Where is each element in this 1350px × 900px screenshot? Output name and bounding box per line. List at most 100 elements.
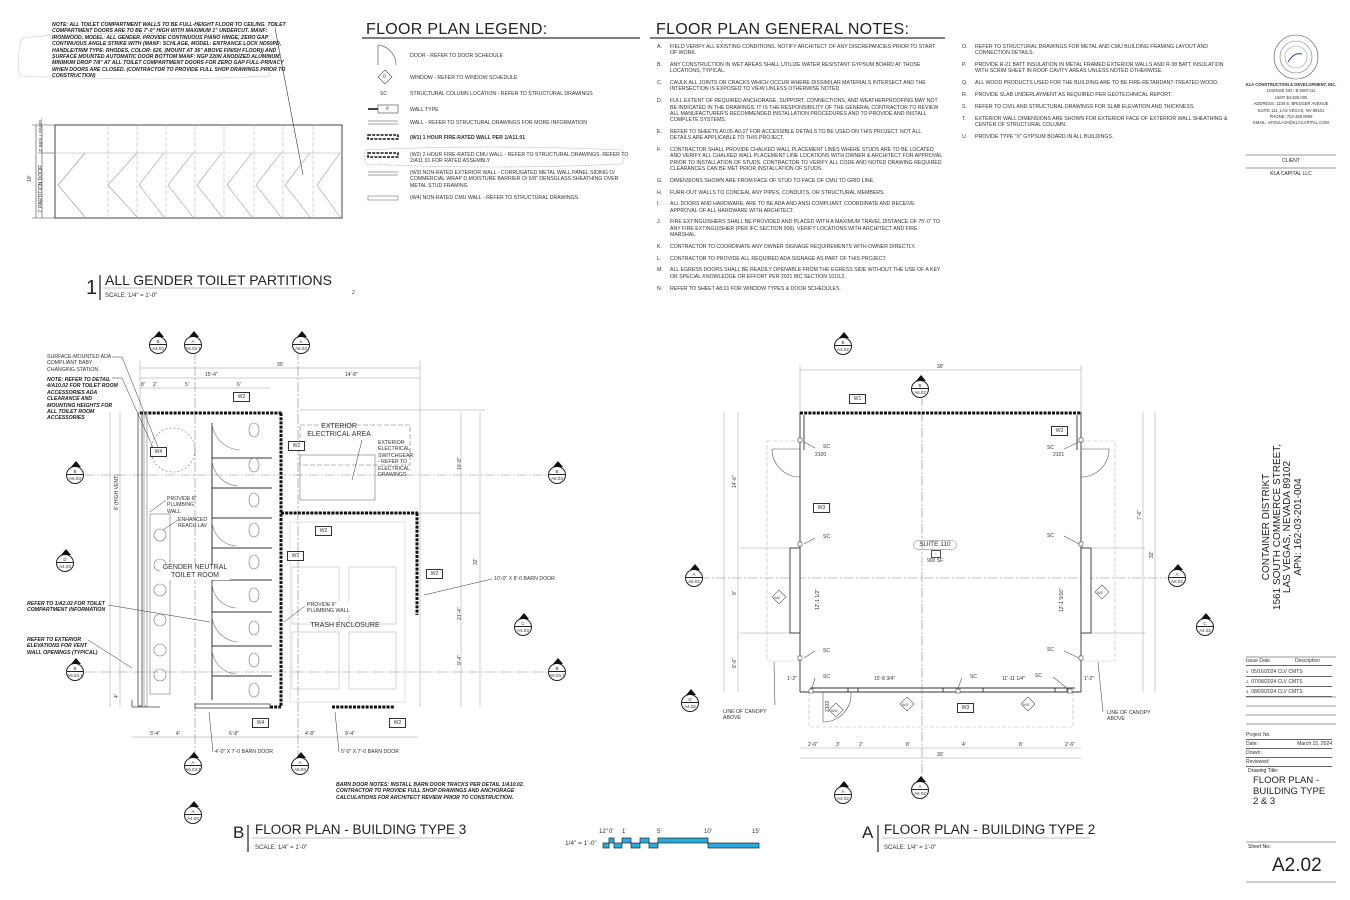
note-text: REFER TO SHEET A8.01 FOR WINDOW TYPES & … xyxy=(670,285,841,292)
note-text: PROVIDE TYPE "X" GYPSUM BOARD IN ALL BUI… xyxy=(975,133,1114,140)
drawing-title-label: Drawing Title: xyxy=(1248,768,1279,774)
dimension: 1'-2" xyxy=(1084,676,1094,682)
barn-door-5-label: 5'-0" X 7'-0 BARN DOOR xyxy=(341,749,400,755)
room-exterior-electrical: EXTERIOR ELECTRICAL AREA xyxy=(307,423,371,438)
reviewed-label: Reviewed: xyxy=(1246,759,1270,765)
general-note: C.CAULK ALL JOINTS OR CRACKS WHICH OCCUR… xyxy=(657,80,942,93)
note-letter: E. xyxy=(657,128,662,135)
accessories-note: NOTE: REFER TO DETAIL 4/A10.02 FOR TOILE… xyxy=(47,377,118,422)
general-note: G.DIMENSIONS SHOWN ARE FROM FACE OF STUD… xyxy=(657,178,942,184)
company-limit: LIMIT $4,500,000 xyxy=(1274,94,1308,100)
marker-id: A xyxy=(293,337,309,345)
marker-id: A xyxy=(686,570,702,578)
note-letter: F. xyxy=(657,147,662,154)
note-letter: R. xyxy=(962,91,968,98)
marker-arrow-icon xyxy=(1173,564,1183,570)
note-text: ALL WOOD PRODUCTS USED FOR THE BUILDING … xyxy=(975,80,1219,87)
revision-delta: 2 xyxy=(352,290,355,296)
sheet-number: A2.02 xyxy=(1272,855,1322,876)
note-letter: I. xyxy=(657,201,660,208)
general-note: P.PROVIDE R-21 BATT INSULATION IN METAL … xyxy=(962,62,1232,75)
structural-column-label: SC xyxy=(1035,673,1042,679)
general-note: H.FURR-OUT WALLS TO CONCEAL ANY PIPES, C… xyxy=(657,190,942,196)
dimension: 4' xyxy=(114,694,120,698)
room-tag: - xyxy=(931,550,941,558)
legend-item-door: DOOR - REFER TO DOOR SCHEDULE xyxy=(410,53,503,59)
reviewed-row: Reviewed: xyxy=(1246,758,1332,767)
switchgear-label: EXTERIOR ELECTRICAL SWITCHGEAR - REFER T… xyxy=(378,440,414,479)
plumbing-wall-label-2: PROVIDE 6" PLUMBING WALL xyxy=(307,602,352,615)
structural-column-label: SC xyxy=(823,674,830,680)
barn-door-10-label: 10'-0" X 8'-0 BARN DOOR xyxy=(494,576,555,582)
note-letter: C. xyxy=(657,80,663,87)
dimension: 6'-6" xyxy=(732,658,738,668)
marker-sheet: A6.02 xyxy=(688,579,700,584)
sc-symbol: SC xyxy=(380,91,387,97)
type2-title: FLOOR PLAN - BUILDING TYPE 2 xyxy=(884,822,1096,837)
general-note: O.REFER TO STRUCTURAL DRAWINGS FOR METAL… xyxy=(962,44,1232,57)
marker-arrow-icon xyxy=(1201,613,1211,619)
marker-arrow-icon xyxy=(916,375,926,381)
dimension: 8' xyxy=(1019,742,1023,748)
vent-note: REFER TO EXTERIOR ELEVATIONS FOR VENT WA… xyxy=(27,637,98,656)
dimension: 15'-4" xyxy=(205,372,218,378)
marker-arrow-icon xyxy=(916,776,926,782)
note-letter: J. xyxy=(657,219,662,226)
note-text: CONTRACTOR TO PROVIDE ALL REQUIRED ADA S… xyxy=(670,255,887,262)
marker-sheet: A6.02 xyxy=(1171,579,1183,584)
project-no-label: Project No. xyxy=(1246,732,1271,738)
legend-item-window: WINDOW - REFER TO WINDOW SCHEDULE xyxy=(410,75,518,81)
partition-dim-total: 10' xyxy=(27,175,33,182)
note-letter: G. xyxy=(657,177,663,184)
legend-item-w3: (W3) NON-RATED EXTERIOR WALL - CORRUGATE… xyxy=(410,170,619,189)
general-note: F.CONTRACTOR SHALL PROVIDE CHALKED WALL … xyxy=(657,147,942,172)
marker-sheet: A6.03.1 xyxy=(67,673,83,678)
window-tag: W3 xyxy=(1023,702,1029,707)
client-label: CLIENT xyxy=(1282,158,1300,164)
note-text: FULL EXTENT OF REQUIRED ANCHORAGE, SUPPO… xyxy=(670,98,939,124)
barn-door-notes: BARN DOOR NOTES: INSTALL BARN DOOR TRACK… xyxy=(336,782,525,801)
marker-sheet: A4.02 xyxy=(1199,628,1211,633)
marker-id: A xyxy=(185,337,201,345)
marker-sheet: A6.03 xyxy=(295,346,307,351)
marker-arrow-icon xyxy=(296,752,306,758)
marker-sheet: A6.02 xyxy=(914,390,926,395)
type3-scale: SCALE: 1/4" = 1'-0" xyxy=(255,845,308,851)
partitions-scale: SCALE: 1/4" = 1'-0" xyxy=(105,293,158,299)
marker-arrow-icon xyxy=(553,461,563,467)
dimension: 9' xyxy=(732,591,738,595)
marker-sheet: A6.03 xyxy=(551,476,563,481)
sheet-no-label: Sheet No.: xyxy=(1248,844,1272,850)
marker-arrow-icon xyxy=(189,331,199,337)
wall-tag: W4 xyxy=(252,718,269,728)
marker-sheet: A6.03 xyxy=(294,767,306,772)
dimension: 3' xyxy=(836,742,840,748)
company-email: EMAIL: AFOULADI@KLACAPITAL.COM xyxy=(1253,120,1329,126)
window-symbol: 0 xyxy=(383,74,386,80)
note-text: REFER TO CIVIL AND STRUCTURAL DRAWINGS F… xyxy=(975,103,1195,110)
wall-tag: W3 xyxy=(1051,426,1068,436)
note-text: PROVIDE SLAB UNDERLAYMENT AS REQUIRED PE… xyxy=(975,91,1172,98)
